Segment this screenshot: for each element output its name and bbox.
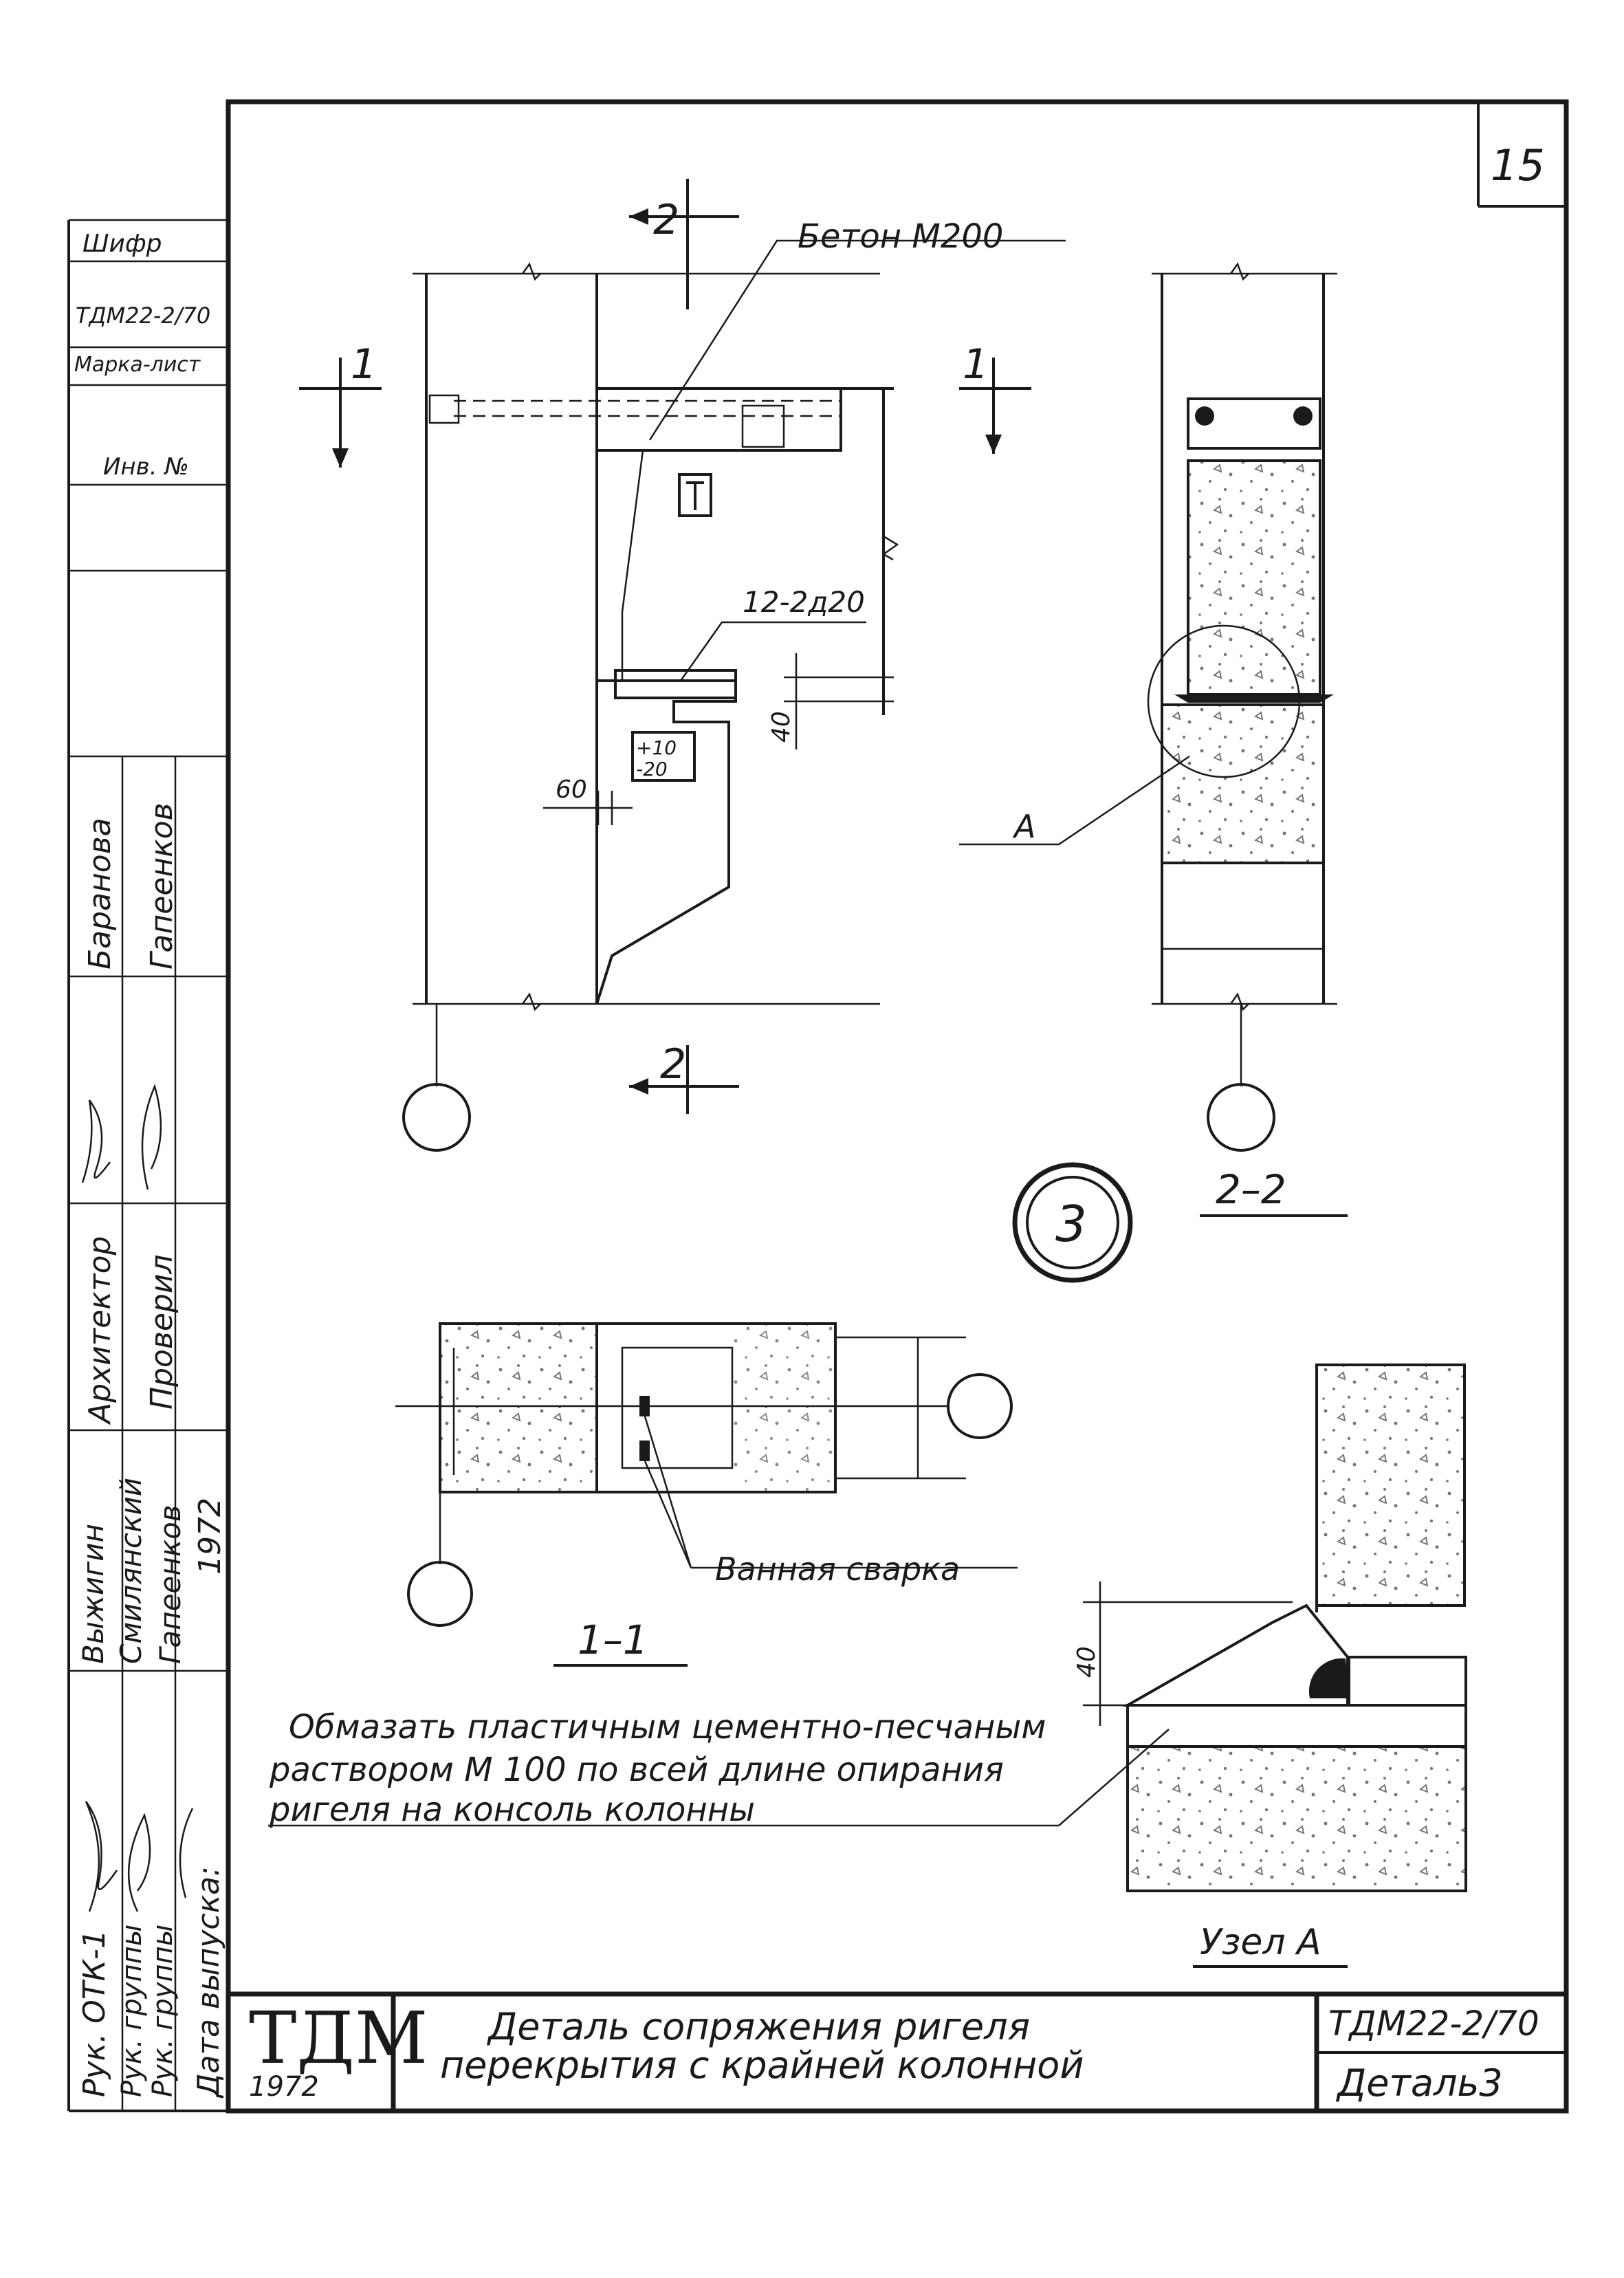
title-block [228,1991,1566,2111]
note-line-1: Обмазать пластичным цементно-песчаным [289,1708,1046,1746]
side-stamp-text: Шифр ТДМ22-2/70 Марка-лист Инв. № Рук. О… [74,230,228,2099]
name-baranova: Баранова [83,818,118,970]
drawing-number: 3 [1055,1195,1087,1253]
elevation-view [299,179,1066,1152]
dim-60: 60 [556,776,587,804]
signature-4 [127,1812,151,1912]
section-2-2-title: 2–2 [1216,1166,1286,1213]
node-a-detail [268,1363,1467,1968]
role-date: Дата выпуска: [191,1866,226,2099]
note-line-2: раствором М 100 по всей длине опирания [269,1751,1004,1789]
drawing-number-circle-outer [1012,1162,1133,1283]
section-1-1-title: 1–1 [578,1617,648,1663]
section-1-left-label: 1 [351,340,377,388]
dim-40-elevation: 40 [767,711,795,743]
name-vyzhigin: Выжигин [76,1524,110,1664]
section-1-right-label: 1 [963,340,989,388]
tolerance-bottom: -20 [636,758,668,780]
sheet-frame [226,99,1569,2114]
signature-2 [141,1084,162,1190]
drawing-number-circle-inner [1026,1176,1119,1269]
node-a-title: Узел А [1200,1922,1321,1963]
marka-list-label: Марка-лист [74,353,201,377]
sheet-code: ТДМ22-2/70 [1328,2004,1539,2044]
title-line-1: Деталь сопряжения ригеля [487,2005,1030,2048]
role-group-1: Рук. группы [116,1925,148,2097]
tolerance-top: +10 [636,736,677,759]
shifr-value: ТДМ22-2/70 [76,303,210,329]
section-2-top-label: 2 [653,196,679,244]
name-architect: Архитектор [83,1236,118,1425]
section-1-1-view [395,1322,1018,1667]
name-gapeenkov-1: Гапеенков [153,1504,187,1664]
signature-3 [85,1801,118,1912]
role-otk: Рук. ОТК-1 [77,1929,112,2097]
signature-5 [179,1808,194,1898]
name-checked: Проверил [144,1254,179,1410]
title-line-2: перекрытия с крайней колонной [440,2044,1084,2087]
plate-label: 12-2д20 [743,585,865,619]
dim-40-node: 40 [1073,1646,1101,1678]
page-number: 15 [1491,140,1545,190]
side-stamp [67,219,228,2112]
role-group-2: Рук. группы [147,1925,179,2097]
concrete-label: Бетон М200 [798,217,1003,256]
callout-a: А [1012,808,1035,845]
logo-tdm: ТДМ [249,1996,428,2080]
detail-label: Деталь3 [1336,2061,1503,2105]
inv-no-label: Инв. № [103,453,189,481]
logo-year: 1972 [249,2071,319,2103]
shifr-label: Шифр [83,230,162,258]
name-gapeenkov-2: Гапеенков [144,802,179,970]
year-1972-side: 1972 [193,1498,228,1575]
name-smilyansky: Смилянский [114,1478,148,1664]
section-2-bottom-label: 2 [660,1040,686,1088]
note-line-3: ригеля на консоль колонны [269,1790,755,1829]
section-2-2-view [959,262,1348,1217]
signature-1 [81,1099,111,1183]
welding-label: Ванная сварка [715,1551,960,1588]
